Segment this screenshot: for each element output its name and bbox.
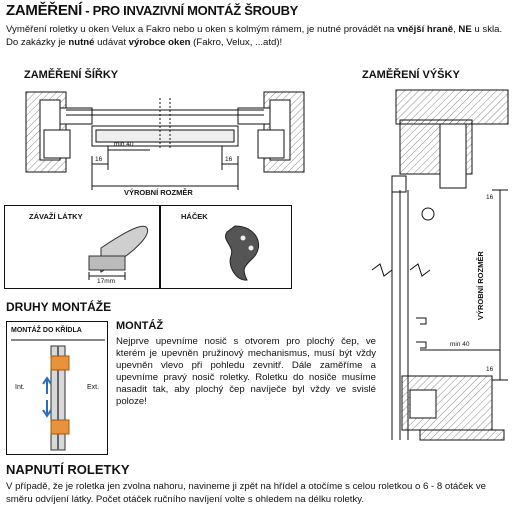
- width-product-size: VÝROBNÍ ROZMĚR: [124, 188, 193, 197]
- hook-box: HÁČEK: [160, 205, 292, 289]
- weight-box: ZÁVAŽÍ LÁTKY 17mm: [4, 205, 160, 289]
- width-dim-right: 16: [225, 156, 233, 163]
- height-dim-bottom: 16: [486, 366, 494, 373]
- tension-heading: NAPNUTÍ ROLETKY: [6, 462, 130, 477]
- intro-bold-3: nutné: [68, 37, 95, 48]
- weight-heading: ZÁVAŽÍ LÁTKY: [29, 212, 83, 221]
- intro-text-4: udávat: [94, 37, 129, 48]
- intro-bold-1: vnější hraně: [397, 24, 454, 35]
- title-sub: - PRO INVAZIVNÍ MONTÁŽ ŠROUBY: [81, 3, 299, 18]
- hook-heading: HÁČEK: [181, 212, 208, 221]
- sash-mount-heading: MONTÁŽ DO KŘÍDLA: [11, 327, 82, 334]
- weight-dimension: 17mm: [97, 278, 116, 285]
- width-heading: ZAMĚŘENÍ ŠÍŘKY: [24, 69, 119, 81]
- height-min-label: min 40: [450, 341, 470, 348]
- intro-text-2: ,: [453, 24, 459, 35]
- montaz-heading: MONTÁŽ: [116, 320, 164, 332]
- ext-label: Ext.: [87, 384, 100, 391]
- sash-mount-box: MONTÁŽ DO KŘÍDLA Int. Ext.: [6, 321, 108, 455]
- title-main: ZAMĚŘENÍ: [6, 2, 82, 19]
- intro-paragraph: Vyměření roletky u oken Velux a Fakro ne…: [6, 23, 514, 49]
- intro-bold-2: NE: [458, 24, 472, 35]
- intro-text-3: u skla. Do zakázky je: [6, 24, 503, 48]
- height-product-size: VÝROBNÍ ROZMĚR: [476, 251, 485, 320]
- int-label: Int.: [15, 384, 25, 391]
- montaz-text: Nejprve upevníme nosič s otvorem pro plo…: [116, 336, 376, 407]
- width-dim-left: 16: [95, 156, 103, 163]
- hook-drawing: [225, 225, 259, 281]
- sash-mount-drawing: [11, 339, 105, 451]
- intro-text-1: Vyměření roletky u oken Velux a Fakro ne…: [6, 24, 398, 35]
- tension-text: V případě, že je roletka jen zvolna naho…: [6, 481, 486, 505]
- types-heading: DRUHY MONTÁŽE: [6, 300, 112, 314]
- page-title: ZAMĚŘENÍ - PRO INVAZIVNÍ MONTÁŽ ŠROUBY: [6, 2, 298, 19]
- intro-bold-4: výrobce oken: [128, 37, 191, 48]
- height-heading: ZAMĚŘENÍ VÝŠKY: [362, 69, 460, 81]
- weight-profile-drawing: [88, 225, 149, 280]
- intro-text-5: (Fakro, Velux, ...atd)!: [190, 37, 283, 48]
- height-dim-top: 16: [486, 194, 494, 201]
- width-min-label: min 40: [114, 141, 134, 148]
